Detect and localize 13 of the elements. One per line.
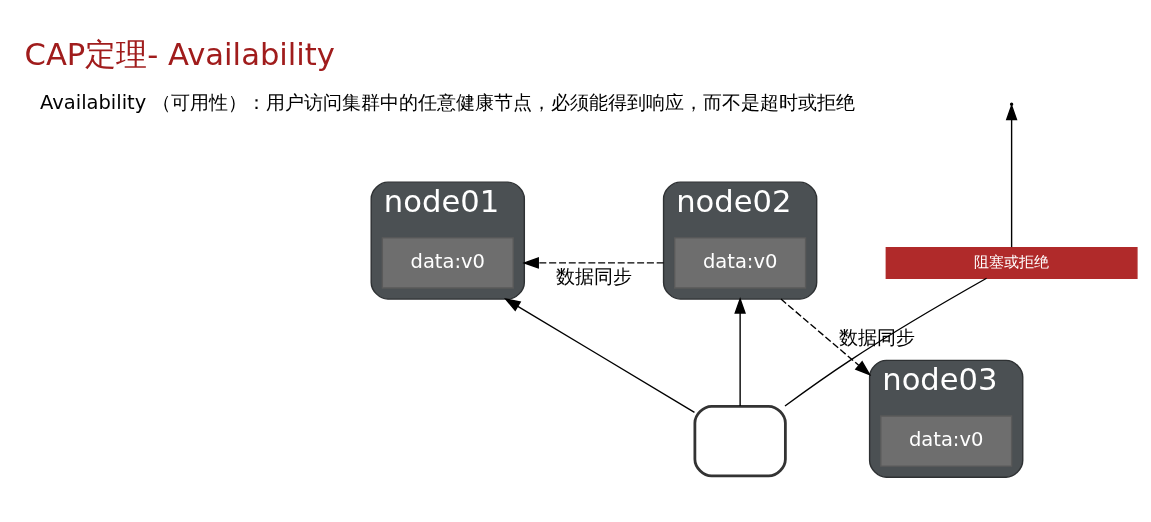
arrow (522, 256, 665, 269)
node-box: 阻塞或拒绝 (885, 246, 1138, 279)
label: Availability （可用性）：用户访问集群中的任意健康节点，必须能得到响应，而不是超时或拒绝 (40, 90, 856, 114)
node-box: data:v0 (674, 236, 807, 289)
node-box: data:v0 (880, 414, 1013, 467)
node-box: data:v0 (381, 236, 514, 289)
arrow (734, 296, 746, 407)
edge-label: 数据同步 (555, 264, 632, 288)
arrow (503, 297, 696, 413)
node-monitor (693, 404, 787, 477)
arrow (780, 297, 872, 376)
diagram-title: CAP定理- Availability (24, 36, 335, 72)
connector (784, 277, 988, 407)
